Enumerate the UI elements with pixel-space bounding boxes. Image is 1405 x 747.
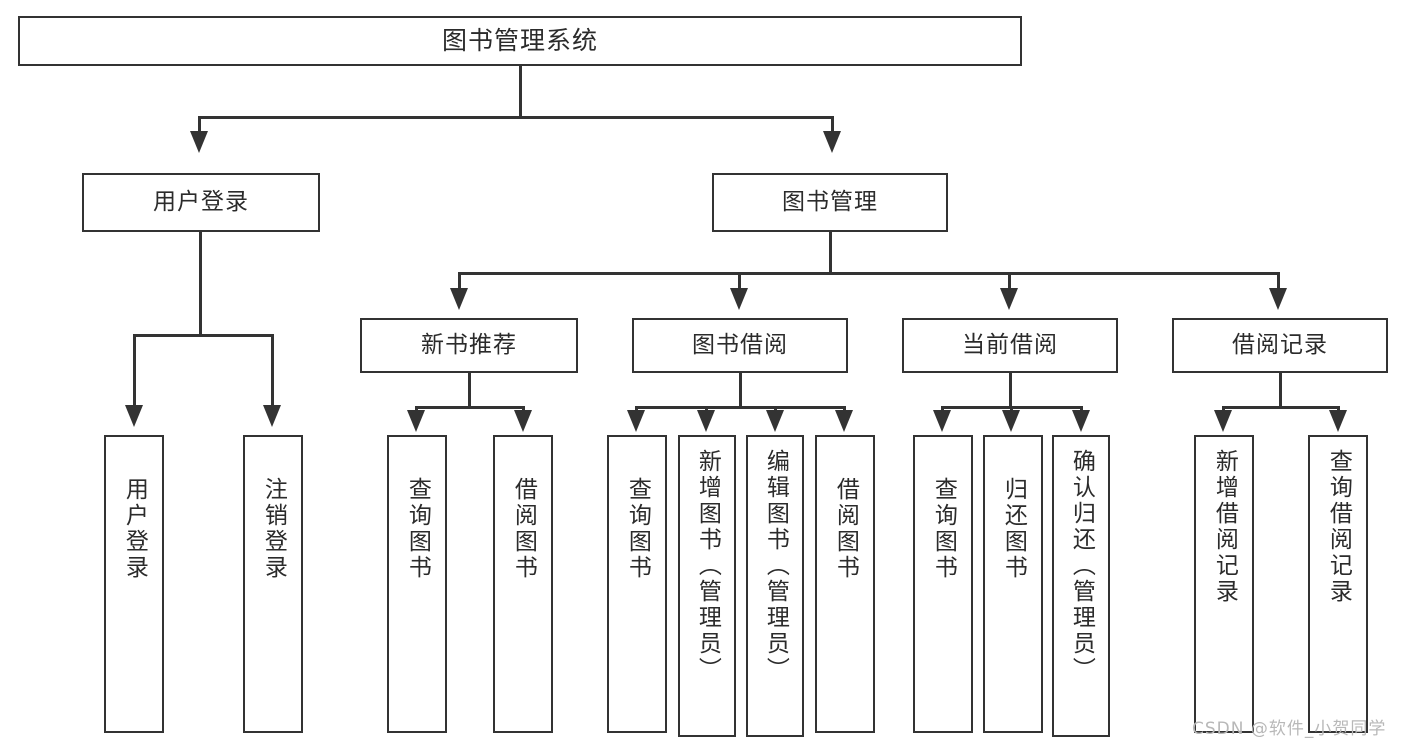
leaf-label: 注销登录 [260,477,287,581]
edge-login-drop-1 [133,334,136,410]
arrow-newbook-to-borrow [514,410,532,432]
leaf-borrow-add-book-admin[interactable]: 新增图书（管理员） [678,435,736,737]
leaf-newbook-query-book[interactable]: 查询图书 [387,435,447,733]
edge-newbook-bus [415,406,525,409]
edge-bookmgmt-drop-2 [738,272,741,294]
node-book-management[interactable]: 图书管理 [712,173,948,232]
node-label: 用户登录 [153,189,249,216]
leaf-logout[interactable]: 注销登录 [243,435,303,733]
edge-record-stem [1279,373,1282,409]
arrow-bookmgmt-to-borrow [730,288,748,310]
node-label: 当前借阅 [962,332,1058,359]
leaf-label: 借阅图书 [510,477,537,581]
leaf-label: 借阅图书 [832,477,859,581]
edge-root-stem [519,66,522,118]
edge-bookmgmt-bus [458,272,1280,275]
arrow-record-to-query [1329,410,1347,432]
leaf-label: 用户登录 [121,477,148,581]
edge-root-bus [198,116,834,119]
edge-bookmgmt-drop-3 [1008,272,1011,294]
leaf-record-add-record[interactable]: 新增借阅记录 [1194,435,1254,733]
node-current-borrow[interactable]: 当前借阅 [902,318,1118,373]
edge-borrow-stem [739,373,742,409]
edge-root-to-login-drop [198,116,201,138]
node-label: 新书推荐 [421,332,517,359]
arrow-current-to-return [1002,410,1020,432]
node-label: 图书管理 [782,189,878,216]
arrow-borrow-to-edit [766,410,784,432]
leaf-label: 确认归还（管理员） [1068,449,1095,683]
node-new-book-recommend[interactable]: 新书推荐 [360,318,578,373]
leaf-label: 新增借阅记录 [1211,449,1238,605]
node-book-borrow[interactable]: 图书借阅 [632,318,848,373]
leaf-current-return-book[interactable]: 归还图书 [983,435,1043,733]
leaf-user-login[interactable]: 用户登录 [104,435,164,733]
arrow-login-to-logout [263,405,281,427]
arrow-current-to-query [933,410,951,432]
arrow-borrow-to-lend [835,410,853,432]
edge-root-to-bookmgmt-drop [831,116,834,138]
arrow-root-to-bookmgmt [823,131,841,153]
arrow-borrow-to-query [627,410,645,432]
arrow-borrow-to-add [697,410,715,432]
node-label: 图书借阅 [692,332,788,359]
node-label: 借阅记录 [1232,332,1328,359]
edge-login-drop-2 [271,334,274,410]
node-root-system[interactable]: 图书管理系统 [18,16,1022,66]
arrow-bookmgmt-to-record [1269,288,1287,310]
csdn-watermark: CSDN @软件_小贺同学 [1192,719,1387,739]
leaf-newbook-borrow-book[interactable]: 借阅图书 [493,435,553,733]
leaf-label: 查询图书 [624,477,651,581]
leaf-borrow-edit-book-admin[interactable]: 编辑图书（管理员） [746,435,804,737]
edge-borrow-bus [635,406,846,409]
arrow-bookmgmt-to-current [1000,288,1018,310]
edge-bookmgmt-stem [829,232,832,274]
leaf-borrow-query-book[interactable]: 查询图书 [607,435,667,733]
edge-bookmgmt-drop-1 [458,272,461,294]
edge-login-stem [199,232,202,336]
edge-bookmgmt-drop-4 [1277,272,1280,294]
arrow-record-to-add [1214,410,1232,432]
edge-newbook-stem [468,373,471,409]
node-label: 图书管理系统 [441,26,598,56]
leaf-label: 新增图书（管理员） [694,449,721,683]
leaf-current-query-book[interactable]: 查询图书 [913,435,973,733]
arrow-current-to-confirm [1072,410,1090,432]
edge-current-stem [1009,373,1012,409]
leaf-record-query-record[interactable]: 查询借阅记录 [1308,435,1368,733]
leaf-label: 查询图书 [404,477,431,581]
leaf-borrow-lend-book[interactable]: 借阅图书 [815,435,875,733]
node-user-login[interactable]: 用户登录 [82,173,320,232]
leaf-label: 编辑图书（管理员） [762,449,789,683]
leaf-label: 查询借阅记录 [1325,449,1352,605]
arrow-newbook-to-query [407,410,425,432]
arrow-root-to-login [190,131,208,153]
arrow-bookmgmt-to-newbook [450,288,468,310]
node-borrow-record[interactable]: 借阅记录 [1172,318,1388,373]
leaf-label: 归还图书 [1000,477,1027,581]
arrow-login-to-user-login [125,405,143,427]
leaf-current-confirm-return-admin[interactable]: 确认归还（管理员） [1052,435,1110,737]
edge-record-bus [1222,406,1340,409]
leaf-label: 查询图书 [930,477,957,581]
edge-login-bus [133,334,273,337]
